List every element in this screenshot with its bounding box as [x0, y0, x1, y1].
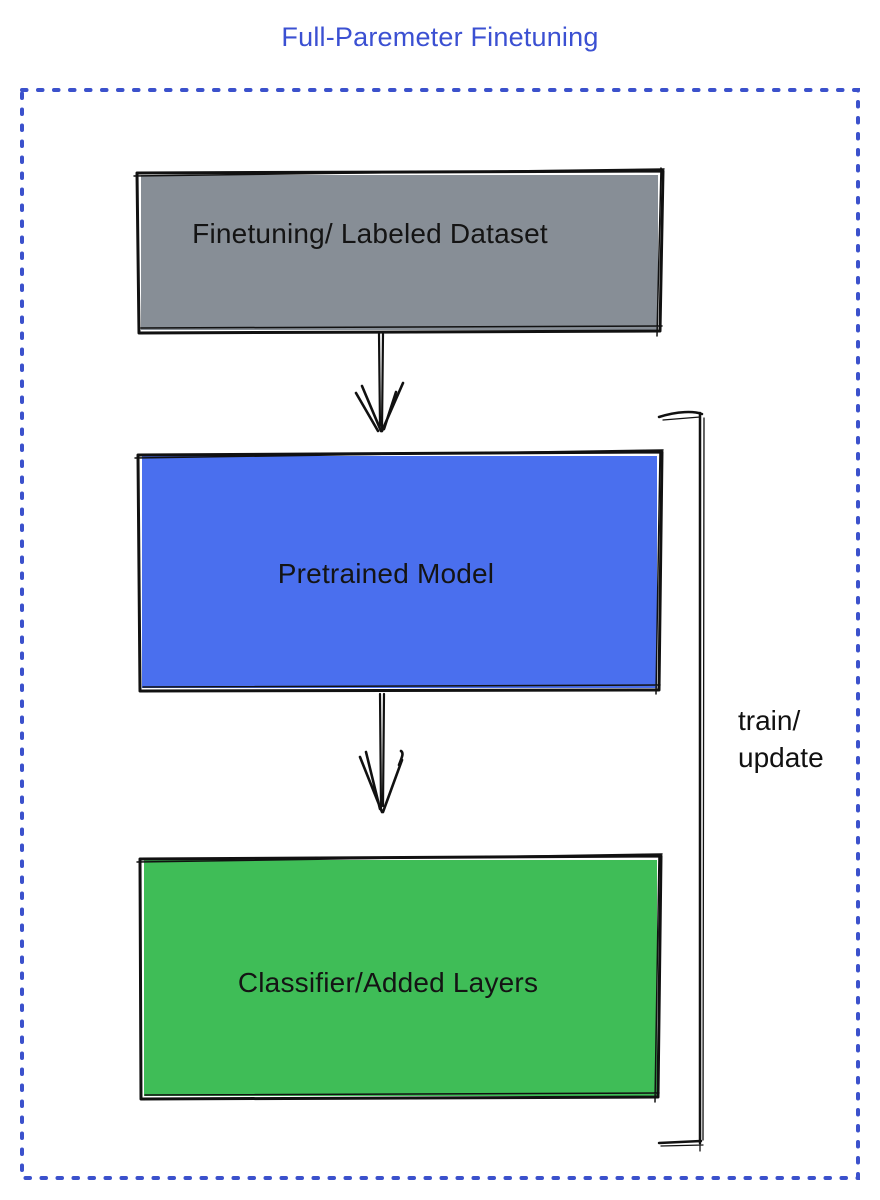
- bracket-label-line2: update: [738, 742, 824, 773]
- arrow-model-to-classifier: [358, 692, 404, 814]
- classifier-box: [136, 853, 663, 1103]
- classifier-box-fill: [144, 860, 657, 1096]
- bracket-bottom-hook: [657, 1139, 703, 1145]
- arrow-shaft: [377, 332, 385, 430]
- dataset-box: [133, 167, 665, 337]
- dashed-boundary: [20, 88, 860, 1180]
- dataset-box-sketch-strokes: [133, 167, 665, 337]
- pretrained-model-label: Pretrained Model: [277, 558, 495, 589]
- arrow-head: [354, 381, 405, 433]
- arrow-head: [358, 749, 404, 814]
- dataset-label: Finetuning/ Labeled Dataset: [192, 218, 548, 249]
- train-update-bracket: [657, 410, 705, 1152]
- classifier-label: Classifier/Added Layers: [237, 967, 539, 998]
- bracket-top-hook: [657, 410, 704, 419]
- classifier-box-sketch-strokes: [136, 853, 663, 1103]
- bracket-vertical-line-sketch: [702, 417, 705, 1141]
- pretrained-model-box: [134, 449, 664, 695]
- arrow-dataset-to-model: [354, 332, 405, 433]
- dataset-box-fill: [141, 175, 658, 330]
- bracket-label: train/ update: [738, 702, 824, 776]
- pretrained-model-box-fill: [142, 456, 657, 688]
- arrow-shaft: [378, 692, 386, 810]
- bracket-bottom-hook-sketch: [660, 1142, 704, 1152]
- bracket-top-hook-sketch: [662, 416, 701, 421]
- diagram-title: Full-Paremeter Finetuning: [281, 22, 599, 52]
- bracket-label-line1: train/: [738, 705, 801, 736]
- pretrained-model-box-sketch-strokes: [134, 449, 664, 695]
